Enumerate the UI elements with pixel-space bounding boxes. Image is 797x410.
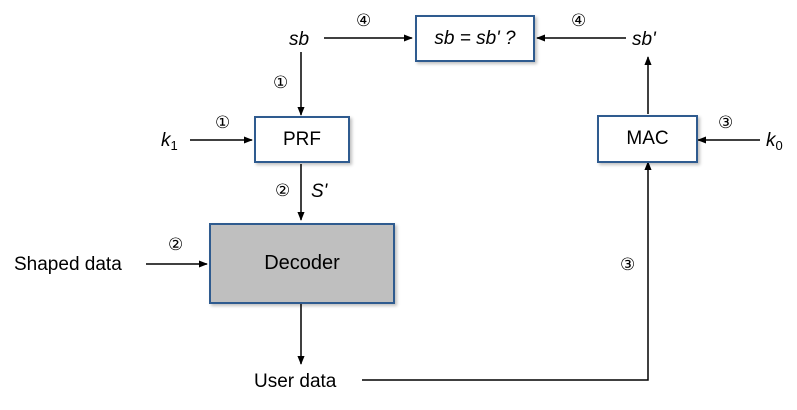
k0-label: k0 — [766, 131, 783, 152]
shaped-data-label: Shaped data — [14, 254, 122, 275]
sb-prime-label: sb' — [632, 29, 656, 50]
step-three-marker-k0: ③ — [718, 113, 734, 132]
arrow-userdata-to-mac — [362, 161, 652, 381]
mac-box: MAC — [597, 115, 698, 163]
step-two-marker-prf: ② — [275, 181, 291, 200]
step-one-marker-sb: ① — [273, 73, 289, 92]
sb-label: sb — [289, 29, 310, 50]
decoder-box: Decoder — [209, 223, 395, 304]
compare-box: sb = sb' ? — [415, 15, 535, 62]
s-prime-label: S' — [311, 181, 328, 202]
step-three-marker-userdata: ③ — [620, 255, 636, 274]
k0-subscript: 0 — [775, 138, 783, 153]
step-four-marker-right: ④ — [571, 11, 587, 30]
step-two-marker-shaped: ② — [168, 235, 184, 254]
k0-base: k — [766, 130, 776, 151]
user-data-label: User data — [254, 371, 337, 392]
k1-subscript: 1 — [170, 138, 178, 153]
k1-base: k — [161, 130, 171, 151]
step-one-marker-k1: ① — [215, 113, 231, 132]
prf-box: PRF — [254, 116, 350, 163]
k1-label: k1 — [161, 131, 178, 152]
step-four-marker-left: ④ — [356, 11, 372, 30]
